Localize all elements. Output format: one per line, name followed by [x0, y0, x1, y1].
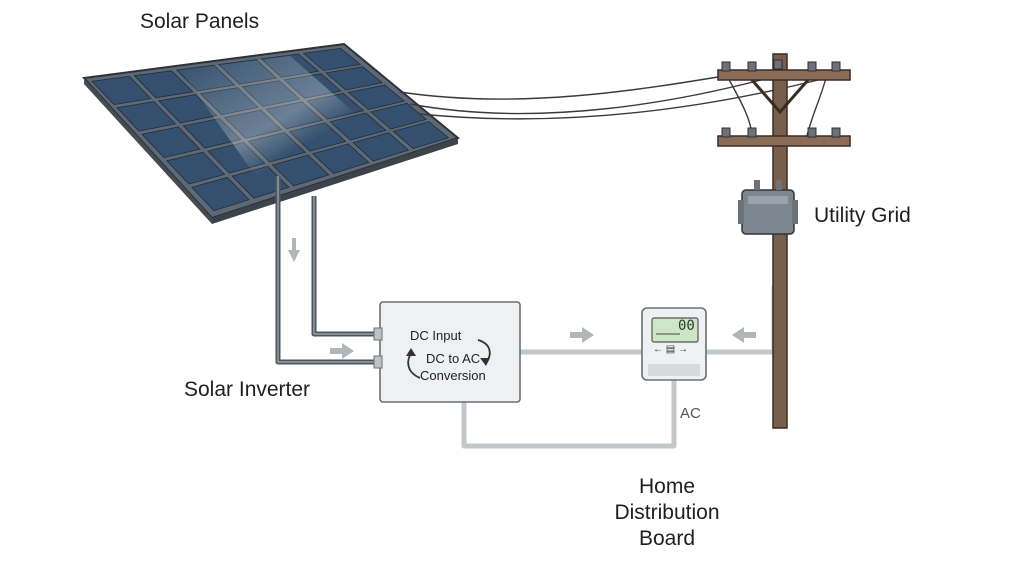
utility-grid-label: Utility Grid [814, 204, 911, 227]
arrow-right-icon [570, 327, 594, 343]
home-label-line3: Board [638, 527, 696, 550]
meter-arrows-icon: ← ▤ → [653, 344, 689, 355]
panel-cell [370, 102, 428, 130]
home-label-line1: Home [638, 475, 696, 498]
home-label-line2: Distribution [614, 501, 720, 524]
inverter-dc-input-text: DC Input [410, 328, 462, 343]
arrow-down-icon [288, 238, 300, 262]
panel-cell [191, 177, 250, 212]
inverter-dc-to-ac-text: DC to AC [426, 351, 481, 366]
solar-inverter-label: Solar Inverter [184, 378, 311, 401]
panel-cell [347, 84, 406, 110]
panel-cell [392, 121, 450, 150]
utility-pole [717, 53, 851, 429]
insulators [721, 59, 841, 138]
meter-box [641, 307, 707, 381]
arrow-right-icon [330, 343, 354, 359]
inverter-box [373, 301, 521, 403]
transformer-icon [738, 180, 798, 235]
panel-cell [116, 101, 177, 132]
arrow-left-icon [732, 327, 756, 343]
panel-cell [133, 70, 194, 99]
panel-cell [325, 66, 384, 91]
solar-panels-label: Solar Panels [140, 10, 260, 33]
solar-panel [81, 42, 461, 224]
ac-label: AC [680, 405, 701, 422]
dc-cables-highlight [277, 176, 378, 363]
flow-arrows [288, 238, 756, 359]
overhead-wires [399, 73, 827, 141]
panel-cell [141, 126, 201, 159]
panel-cell [91, 75, 152, 106]
panel-cell [302, 47, 362, 71]
panel-cell [166, 151, 226, 185]
meter-display: 00 [678, 318, 695, 334]
inverter-conversion-text: Conversion [420, 368, 486, 383]
